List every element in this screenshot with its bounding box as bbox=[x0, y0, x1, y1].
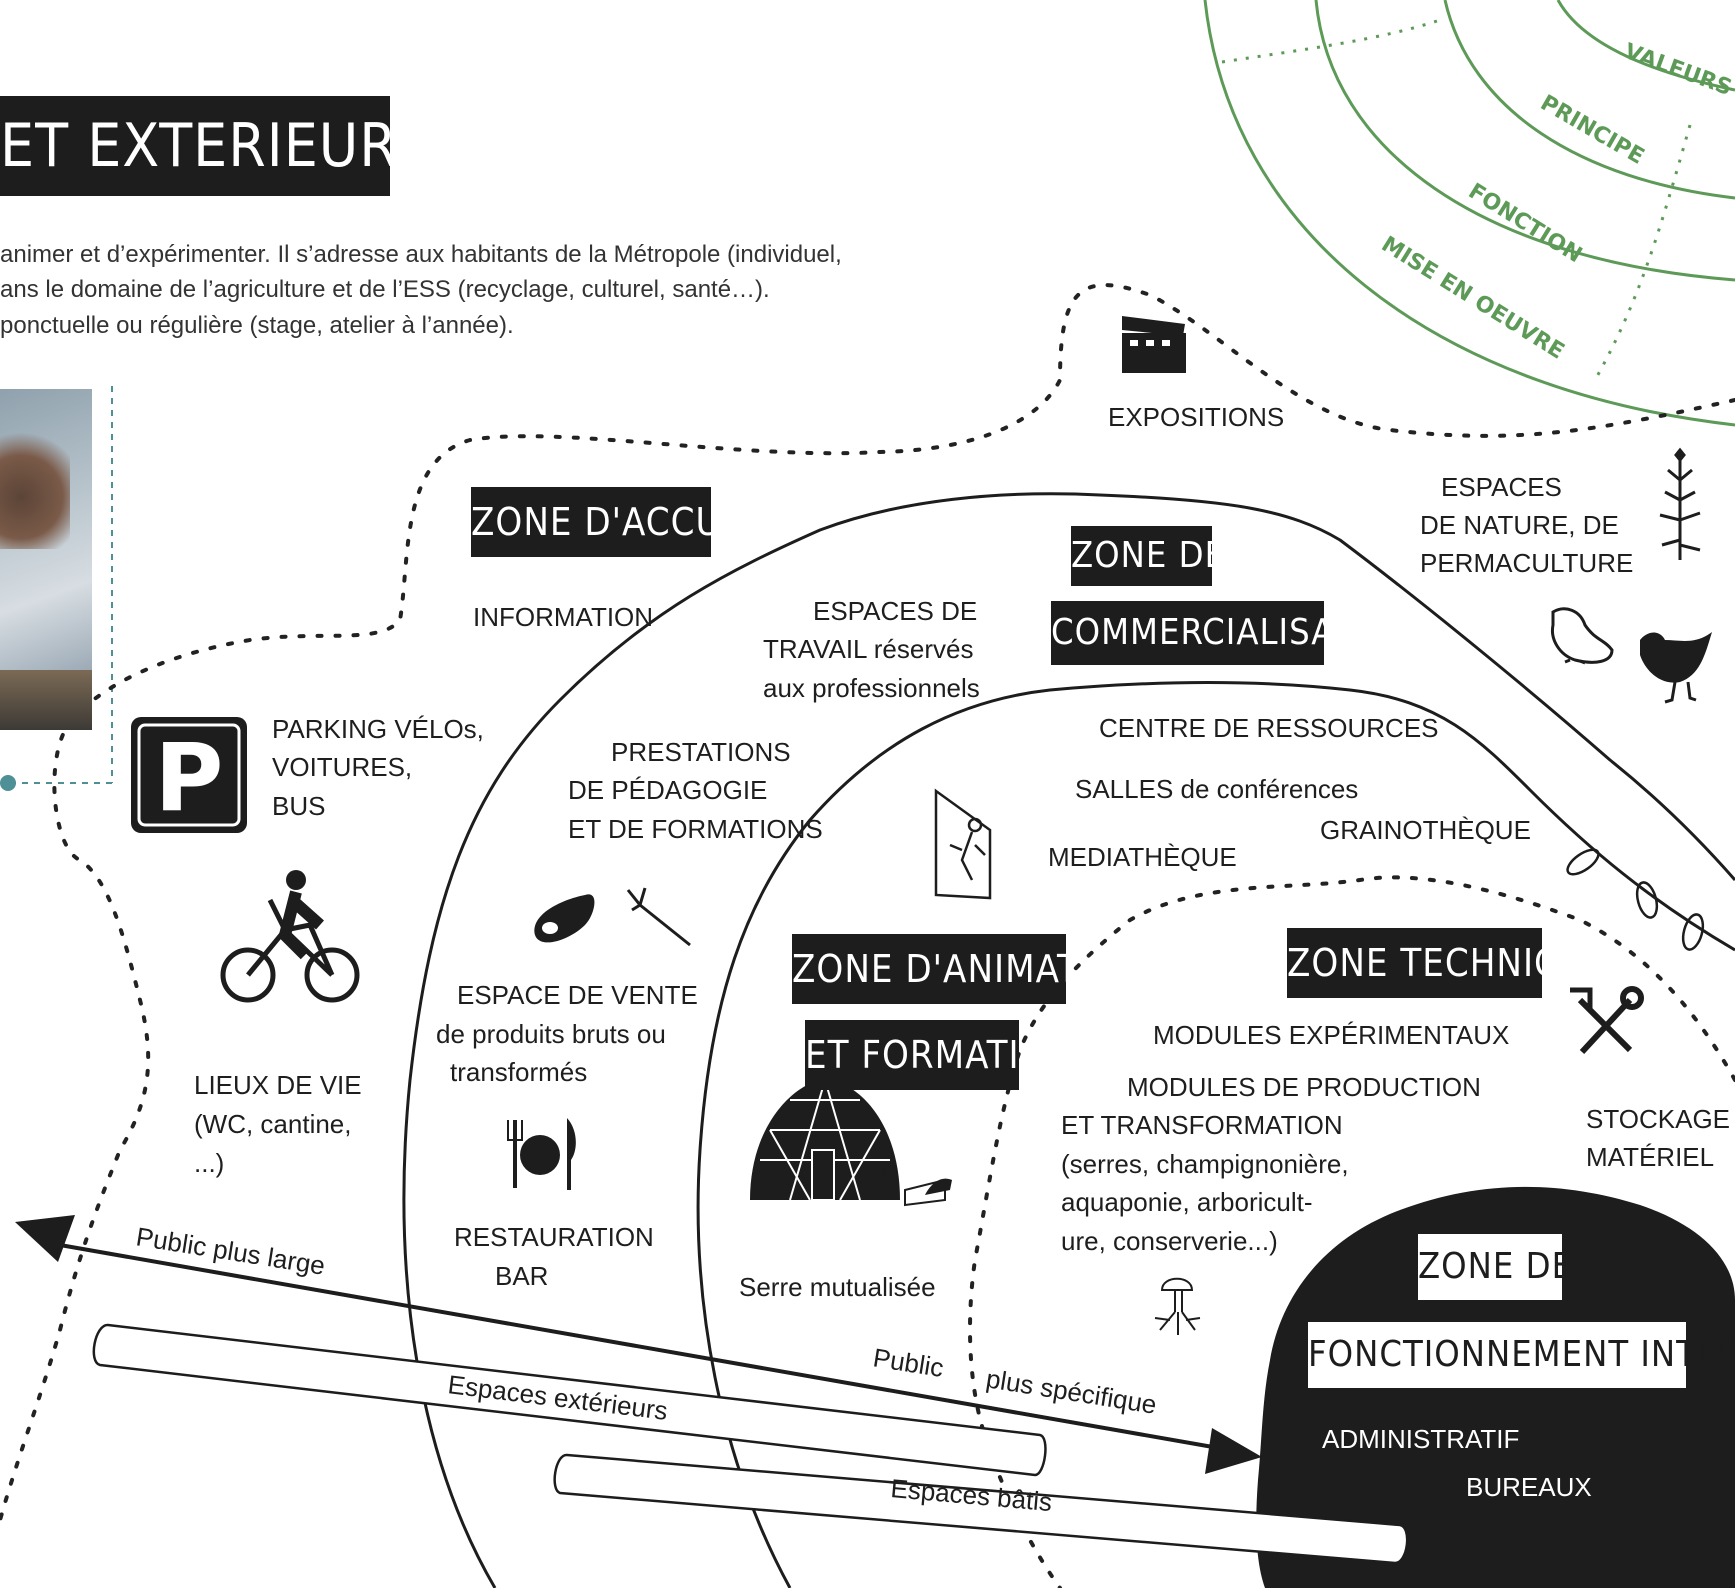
ring-label-fonction: FONCTION bbox=[1464, 179, 1586, 268]
label-lieux-1: LIEUX DE VIE bbox=[194, 1070, 362, 1100]
label-restauration-2: BAR bbox=[495, 1261, 549, 1291]
svg-text:P: P bbox=[155, 724, 224, 833]
tools-icon bbox=[1570, 986, 1644, 1055]
label-modules-experimentaux: MODULES EXPÉRIMENTAUX bbox=[1153, 1020, 1510, 1050]
label-modules-production-3: (serres, champignonière, bbox=[1061, 1149, 1349, 1179]
label-public-plus-large: Public plus large bbox=[134, 1221, 327, 1280]
zone-commercialisation-tag-2: COMMERCIALISATION bbox=[1051, 601, 1414, 665]
zone-technique-tag: ZONE TECHNIQUE bbox=[1287, 928, 1610, 998]
zone-solid-curves bbox=[402, 492, 1735, 1588]
label-nature-1: ESPACES bbox=[1441, 472, 1562, 502]
intro-line-1: animer et d’expérimenter. Il s’adresse a… bbox=[0, 241, 842, 268]
eggplant-icon bbox=[534, 894, 595, 943]
workshop-photo bbox=[0, 389, 92, 730]
label-centre-ressources: CENTRE DE RESSOURCES bbox=[1099, 713, 1439, 743]
dome-greenhouse-icon bbox=[750, 1079, 952, 1207]
photo-frame-dashes bbox=[10, 386, 113, 784]
mushroom-icon bbox=[1154, 1277, 1201, 1335]
page-title: ET EXTERIEURS) bbox=[0, 96, 454, 196]
carrot-icon bbox=[626, 887, 691, 947]
legend-ring-dividers bbox=[1221, 18, 1692, 381]
label-information: INFORMATION bbox=[473, 602, 654, 632]
label-parking-2: VOITURES, bbox=[272, 752, 413, 782]
cutlery-plate-icon bbox=[507, 1118, 576, 1190]
label-lieux-2: (WC, cantine, bbox=[194, 1109, 352, 1139]
outer-dotted-boundary bbox=[0, 283, 1735, 1522]
label-mediatheque: MEDIATHÈQUE bbox=[1048, 842, 1237, 872]
label-serre-mutualisee: Serre mutualisée bbox=[739, 1272, 936, 1302]
zone-interne-tag-2: FONCTIONNEMENT INTERNE bbox=[1308, 1322, 1735, 1388]
intro-line-3: ponctuelle ou régulière (stage, atelier … bbox=[0, 312, 514, 339]
label-salles: SALLES de conférences bbox=[1075, 774, 1359, 804]
label-vente-2: de produits bruts ou bbox=[436, 1019, 666, 1049]
intro-line-2: ans le domaine de l’agriculture et de l’… bbox=[0, 276, 770, 303]
label-administratif: ADMINISTRATIF bbox=[1322, 1424, 1520, 1454]
label-modules-production-1: MODULES DE PRODUCTION bbox=[1127, 1072, 1481, 1102]
label-stockage-2: MATÉRIEL bbox=[1586, 1142, 1715, 1172]
curve-commercialisation bbox=[402, 492, 1735, 1588]
label-public: Public bbox=[871, 1342, 946, 1383]
label-vente-1: ESPACE DE VENTE bbox=[457, 980, 698, 1010]
label-stockage-1: STOCKAGE bbox=[1586, 1104, 1731, 1134]
ring-mise bbox=[1203, 0, 1735, 427]
label-restauration-1: RESTAURATION bbox=[454, 1222, 654, 1252]
zone-interne-tag-1: ZONE DE bbox=[1418, 1234, 1572, 1300]
curve-animation bbox=[696, 681, 1735, 1588]
zone-animation-tag-1: ZONE D'ANIMATION bbox=[792, 934, 1143, 1004]
label-modules-production-4: aquaponie, arboricult- bbox=[1061, 1187, 1313, 1217]
label-travail-3: aux professionnels bbox=[763, 673, 980, 703]
label-grainotheque: GRAINOTHÈQUE bbox=[1320, 815, 1531, 845]
zone-animation-tag-2: ET FORMATION bbox=[805, 1020, 1073, 1090]
label-nature-2: DE NATURE, DE bbox=[1420, 510, 1619, 540]
ring-label-valeurs: VALEURS bbox=[1621, 39, 1735, 101]
ring-valeurs bbox=[1556, 0, 1735, 92]
public-axis-arrow bbox=[15, 1215, 1262, 1474]
hen-outline-icon bbox=[1550, 607, 1614, 665]
bar-espaces-exterieurs bbox=[92, 1323, 1047, 1477]
label-nature-3: PERMACULTURE bbox=[1420, 548, 1634, 578]
label-prestations-2: DE PÉDAGOGIE bbox=[568, 775, 768, 805]
ring-label-principe: PRINCIPE bbox=[1536, 91, 1648, 170]
parking-icon: P bbox=[131, 717, 247, 833]
ring-label-mise-en-oeuvre: MISE EN OEUVRE bbox=[1377, 232, 1569, 365]
scale-bars bbox=[92, 1323, 1409, 1565]
plant-icon bbox=[1659, 447, 1701, 560]
clapperboard-icon bbox=[1122, 316, 1186, 373]
label-travail-1: ESPACES DE bbox=[813, 596, 978, 626]
seeds-icon bbox=[1566, 848, 1705, 951]
zone-commercialisation-tag-1: ZONE DE bbox=[1071, 526, 1225, 586]
ring-fonction bbox=[1314, 0, 1735, 282]
label-parking-1: PARKING VÉLOs, bbox=[272, 714, 484, 744]
ring-principe bbox=[1443, 0, 1735, 200]
label-travail-2: TRAVAIL réservés bbox=[763, 634, 974, 664]
photo-anchor-dot bbox=[0, 775, 16, 791]
arrow-head-right bbox=[1205, 1428, 1262, 1474]
label-bureaux: BUREAUX bbox=[1466, 1472, 1592, 1502]
label-prestations-3: ET DE FORMATIONS bbox=[568, 814, 823, 844]
label-prestations-1: PRESTATIONS bbox=[611, 737, 791, 767]
label-parking-3: BUS bbox=[272, 791, 326, 821]
legend-rings bbox=[1203, 0, 1735, 427]
label-modules-production-5: ure, conserverie...) bbox=[1061, 1226, 1278, 1256]
label-modules-production-2: ET TRANSFORMATION bbox=[1061, 1110, 1343, 1140]
label-vente-3: transformés bbox=[450, 1057, 588, 1087]
bar-espaces-batis bbox=[553, 1453, 1409, 1565]
climber-icon bbox=[934, 788, 992, 900]
arrow-head-left bbox=[15, 1215, 75, 1262]
rooster-icon bbox=[1640, 632, 1712, 704]
cyclist-icon bbox=[220, 870, 360, 1003]
label-expositions: EXPOSITIONS bbox=[1108, 402, 1285, 432]
label-lieux-3: ...) bbox=[194, 1148, 225, 1178]
zone-accueil-tag: ZONE D'ACCUEIL bbox=[471, 487, 774, 557]
